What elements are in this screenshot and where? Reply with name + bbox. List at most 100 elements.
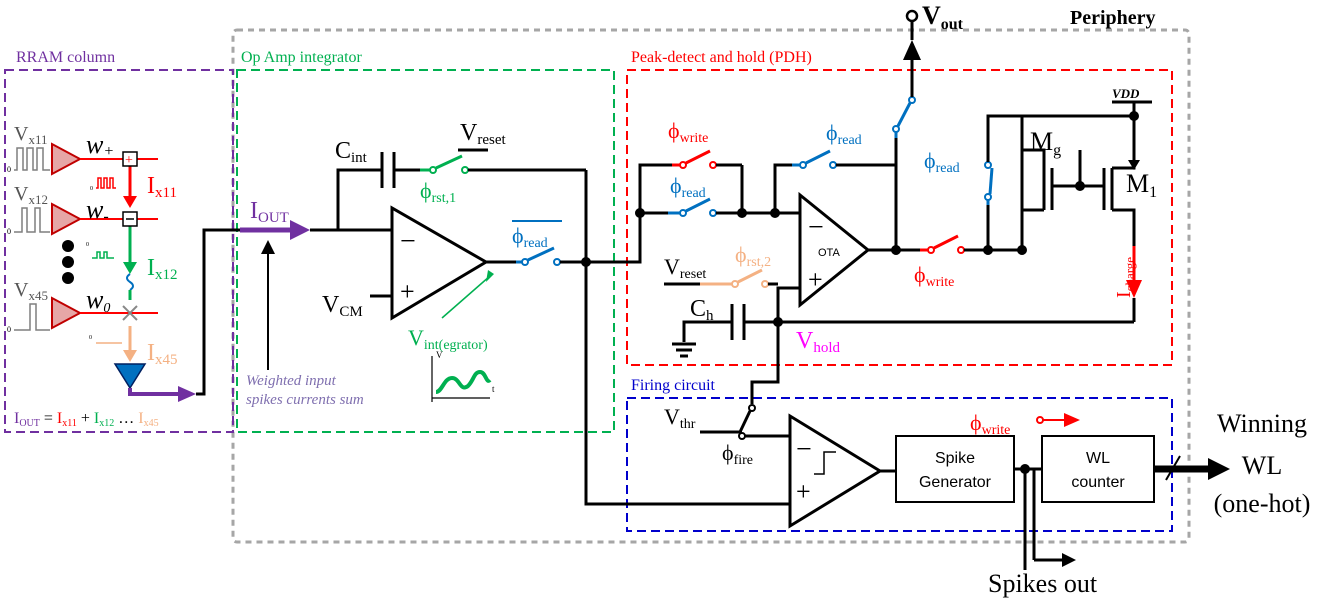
pulse-train-x11	[14, 147, 50, 171]
vreset-label-2: V	[664, 254, 680, 279]
pdh-label: Peak-detect and hold (PDH)	[631, 49, 812, 66]
svg-text:w0: w0	[86, 285, 110, 316]
svg-text:Vhold: Vhold	[796, 328, 841, 356]
svg-text:Cint: Cint	[335, 138, 368, 166]
ellipsis-dot	[62, 272, 74, 284]
opamp-integrator: IOUT Weighted input spikes currents sum …	[240, 120, 591, 408]
svg-text:V: V	[436, 350, 443, 360]
svg-text:ϕwrite: ϕwrite	[914, 262, 954, 290]
svg-text:Vreset: Vreset	[460, 120, 506, 148]
svg-text:Ix12: Ix12	[147, 255, 178, 283]
vx12-label: V	[14, 183, 29, 205]
current-wave-x11	[96, 177, 116, 189]
current-wave-x12	[92, 251, 114, 259]
firing-circuit-box: Firing circuit	[626, 377, 1173, 532]
svg-text:−: −	[400, 226, 416, 257]
weighted-input-label-2: spikes currents sum	[246, 392, 364, 408]
svg-text:+: +	[796, 477, 811, 506]
phi-write-label-2: ϕ	[914, 262, 926, 287]
wl-counter-label-2: counter	[1071, 474, 1125, 491]
svg-text:Ix11: Ix11	[147, 173, 177, 201]
svg-text:ϕread: ϕread	[924, 148, 960, 176]
rram-cell-plus	[122, 151, 138, 167]
svg-text:Vthr: Vthr	[664, 404, 696, 432]
vout-label: V	[922, 1, 941, 30]
ix11-label: I	[147, 173, 155, 199]
phi-rst1-label: ϕ	[420, 178, 432, 203]
winning-label-2: WL	[1242, 451, 1282, 480]
wl-counter-label-1: WL	[1086, 450, 1110, 467]
icharge-label: I	[1113, 291, 1135, 298]
rram-column: 0 0 0 Vx11 Vx12 Vx45 w+ w- w0 +	[7, 123, 240, 429]
pulse-train-x45	[14, 303, 50, 331]
vout-terminal	[905, 9, 919, 23]
w-minus-label: w	[86, 195, 104, 224]
spike-generator-block	[895, 435, 1015, 503]
svg-text:0: 0	[7, 165, 11, 174]
opamp-triangle	[390, 205, 489, 321]
w-plus-label: w	[86, 130, 104, 159]
hysteresis-icon	[814, 451, 836, 475]
spike-generator-label-1: Spike	[935, 450, 975, 467]
svg-text:Vx45: Vx45	[14, 279, 48, 303]
vhold-label: V	[796, 328, 814, 354]
winning-label-1: Winning	[1217, 409, 1307, 438]
integrator-waveform	[435, 369, 492, 394]
iout-sum-equation: IOUT = Ix11 + Ix12 … Ix45	[14, 410, 159, 429]
periphery-box: Periphery	[231, 7, 1191, 544]
ix12-label: I	[147, 255, 155, 281]
spikes-out-label: Spikes out	[988, 569, 1098, 598]
svg-text:ϕread: ϕread	[512, 223, 548, 251]
phi-rst2-label: ϕ	[735, 242, 747, 267]
winning-label-3: (one-hot)	[1214, 489, 1311, 518]
svg-text:−: −	[808, 212, 824, 243]
vx45-label: V	[14, 279, 29, 301]
svg-text:ϕwrite: ϕwrite	[970, 410, 1010, 438]
pdh-box: Peak-detect and hold (PDH)	[626, 49, 1173, 366]
svg-text:+: +	[125, 153, 133, 168]
wl-counter-block	[1041, 435, 1155, 503]
ota-triangle	[798, 191, 871, 309]
up-arrow-icon	[261, 240, 275, 254]
svg-text:Vx11: Vx11	[14, 123, 47, 147]
svg-text:ϕread: ϕread	[670, 173, 706, 201]
svg-text:−: −	[796, 434, 812, 465]
svg-text:0: 0	[86, 242, 89, 248]
svg-text:Mg: Mg	[1030, 127, 1061, 159]
mg-label: M	[1030, 127, 1053, 156]
periphery-label: Periphery	[1070, 7, 1156, 29]
svg-text:ϕrst,2: ϕrst,2	[735, 242, 771, 270]
comparator-triangle	[788, 413, 883, 529]
phi-write-label-3: ϕ	[970, 410, 982, 435]
ix45-label: I	[147, 340, 155, 366]
rram-column-box: RRAM column	[4, 49, 234, 433]
driver-triangle-x11	[51, 142, 83, 176]
phi-read-bar-label: ϕ	[512, 223, 524, 248]
svg-text:Icharge: Icharge	[1113, 257, 1137, 298]
svg-text:VCM: VCM	[322, 292, 363, 320]
svg-text:IOUT: IOUT	[250, 198, 289, 226]
ellipsis-dot	[62, 240, 74, 252]
firing-circuit: Vthr ϕfire − + Spike Generator WL counte…	[584, 262, 1230, 570]
phi-write-label-1: ϕ	[668, 118, 680, 143]
svg-text:t: t	[492, 384, 495, 394]
svg-text:Vout: Vout	[922, 1, 964, 33]
vcm-label: V	[322, 292, 340, 318]
w0-label: w	[86, 285, 104, 314]
svg-text:w-: w-	[86, 195, 109, 225]
vint-label: V	[408, 325, 424, 350]
svg-text:Vreset: Vreset	[664, 254, 706, 282]
driver-triangle-x45	[51, 296, 83, 330]
svg-text:w+: w+	[86, 130, 114, 160]
opamp-integrator-label: Op Amp integrator	[241, 49, 363, 66]
vreset-label: V	[460, 120, 478, 146]
rram-column-label: RRAM column	[16, 49, 115, 66]
peak-detect-hold: ϕwrite ϕread ϕread − + OTA	[586, 1, 1157, 358]
phi-read-label-2: ϕ	[826, 120, 838, 145]
svg-text:Vint(egrator): Vint(egrator)	[408, 325, 488, 353]
ota-label: OTA	[818, 247, 840, 259]
phi-read-label-3: ϕ	[924, 148, 936, 173]
firing-circuit-label: Firing circuit	[631, 377, 716, 394]
svg-text:M1: M1	[1126, 169, 1157, 201]
svg-text:0: 0	[7, 227, 11, 236]
